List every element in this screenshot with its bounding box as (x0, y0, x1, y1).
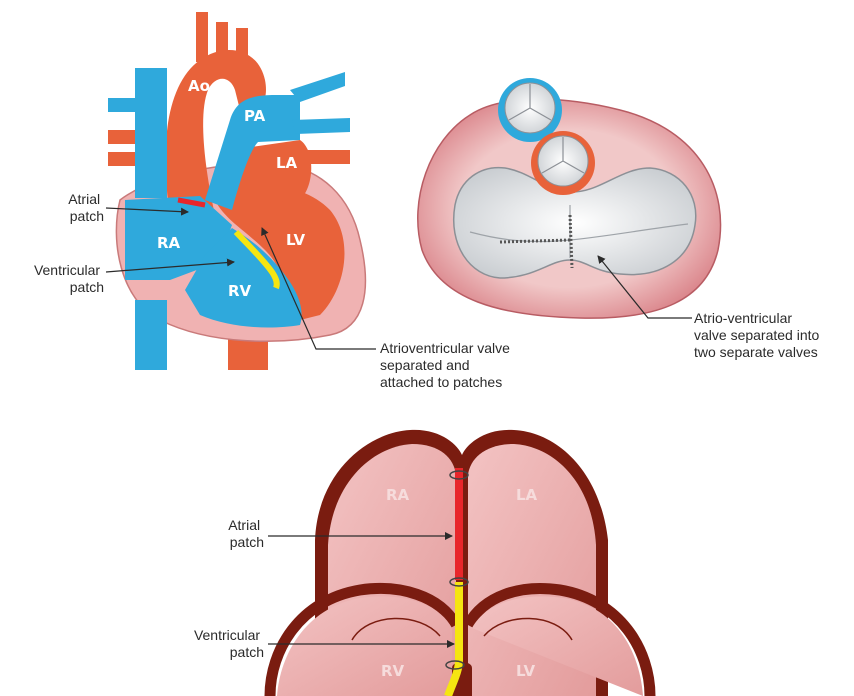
label-rv: RV (228, 282, 252, 300)
four-chamber-schematic-diagram: RA LA RV LV Atrial patch Ventricular pat… (194, 430, 650, 696)
aorta-branch-3 (236, 28, 248, 66)
schematic-callout-ventricular-patch: Ventricular patch (194, 627, 264, 660)
schematic-label-la: LA (516, 486, 538, 504)
label-ao: Ao (188, 77, 210, 95)
callout-atrial-patch: Atrial patch (68, 191, 104, 224)
pulmonary-artery-right-branch (108, 98, 138, 112)
schematic-atrial-patch (455, 468, 463, 580)
valve-top-view-diagram: Atrio-ventricular valve separated into t… (418, 78, 823, 360)
label-pa: PA (244, 107, 266, 125)
schematic-label-lv: LV (516, 662, 535, 680)
callout-av-valve: Atrioventricular valve separated and att… (380, 340, 514, 390)
aorta-branch-2 (216, 22, 228, 62)
schematic-label-rv: RV (381, 662, 405, 680)
schematic-label-ra: RA (386, 486, 410, 504)
schematic-callout-atrial-patch: Atrial patch (228, 517, 264, 550)
label-ra: RA (157, 234, 181, 252)
aorta-branch-1 (196, 12, 208, 62)
pulmonary-vein-left (290, 150, 350, 164)
inferior-vena-cava (135, 300, 167, 370)
callout-ventricular-patch: Ventricular patch (34, 262, 104, 295)
superior-vena-cava (135, 68, 167, 198)
callout-valve-split: Atrio-ventricular valve separated into t… (694, 310, 823, 360)
label-lv: LV (286, 231, 305, 249)
label-la: LA (276, 154, 298, 172)
